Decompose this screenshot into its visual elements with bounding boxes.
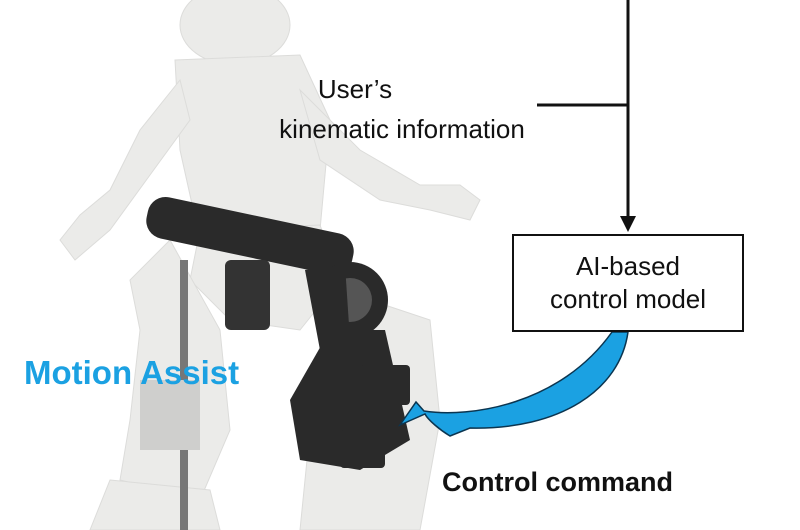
user-label: User’s [317, 74, 393, 104]
control-command-arrow [397, 331, 629, 437]
kinematic-information-label: kinematic information [279, 114, 525, 144]
flow-lines [537, 0, 630, 220]
motion-assist-label: Motion Assist [24, 354, 240, 391]
ai-control-model-box: AI-based control model [512, 234, 744, 332]
model-label-line1: AI-based [575, 251, 681, 281]
model-label-line2: control model [549, 284, 707, 314]
exoskeleton-device [140, 196, 410, 530]
arrow-down-icon [620, 216, 636, 232]
control-command-label: Control command [442, 467, 674, 497]
